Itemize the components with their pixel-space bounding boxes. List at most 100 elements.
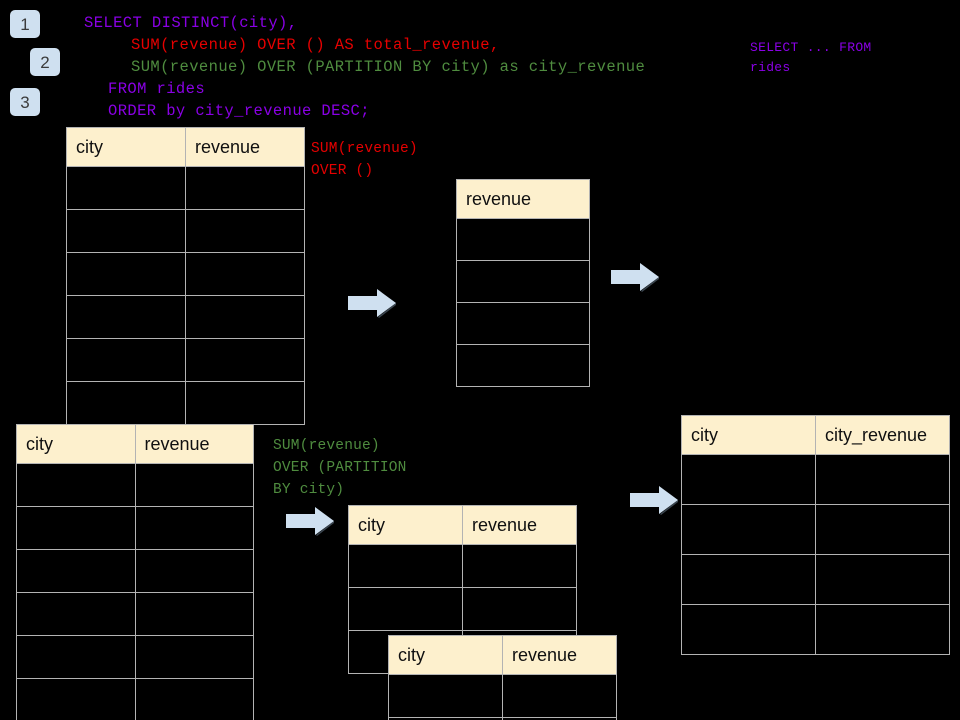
column-header-city: city	[348, 505, 463, 545]
column-header-revenue: revenue	[456, 179, 590, 219]
annotation-over-empty-line-1: SUM(revenue)	[311, 141, 418, 157]
arrow-total-to-right	[611, 263, 659, 292]
table-row	[348, 544, 577, 588]
rides-source-table-partition: city revenue	[16, 424, 254, 720]
table-row	[66, 338, 305, 382]
annotation-over-partition-line-3: BY city)	[273, 482, 345, 498]
table-cell	[66, 252, 186, 296]
table-row	[16, 463, 254, 507]
table-row	[456, 218, 590, 261]
sql-line-total-revenue: SUM(revenue) OVER () AS total_revenue,	[131, 36, 500, 54]
table-row	[388, 674, 617, 718]
table-cell	[134, 463, 254, 507]
step-badge-3-label: 3	[20, 92, 30, 112]
arrow-source-to-partition	[286, 507, 334, 536]
table-cell	[16, 463, 136, 507]
table-body	[66, 166, 305, 425]
table-cell	[462, 587, 577, 631]
table-cell	[456, 344, 590, 387]
table-cell	[681, 454, 816, 505]
table-header-row: city city_revenue	[681, 415, 950, 455]
table-cell	[815, 604, 950, 655]
column-header-revenue: revenue	[134, 424, 254, 464]
table-body	[456, 218, 590, 387]
column-header-city: city	[66, 127, 186, 167]
table-cell	[185, 252, 305, 296]
table-cell	[66, 338, 186, 382]
table-cell	[16, 592, 136, 636]
table-cell	[185, 209, 305, 253]
column-header-city-revenue: city_revenue	[815, 415, 950, 455]
table-cell	[388, 674, 503, 718]
table-cell	[681, 504, 816, 555]
table-row	[681, 504, 950, 555]
table-cell	[815, 554, 950, 605]
table-row	[456, 302, 590, 345]
table-row	[16, 549, 254, 593]
step-badge-2-label: 2	[40, 52, 50, 72]
table-body	[681, 454, 950, 655]
table-row	[66, 295, 305, 339]
table-cell	[462, 544, 577, 588]
column-header-revenue: revenue	[502, 635, 617, 675]
table-body	[16, 463, 254, 720]
table-cell	[348, 587, 463, 631]
step-badge-1[interactable]: 1	[10, 10, 40, 38]
table-row	[388, 717, 617, 720]
rides-source-table: city revenue	[66, 127, 305, 425]
table-cell	[456, 218, 590, 261]
column-header-city: city	[388, 635, 503, 675]
table-row	[66, 252, 305, 296]
table-cell	[681, 604, 816, 655]
partition-group-b: city revenue	[388, 635, 617, 720]
arrow-partition-to-result	[630, 486, 678, 515]
table-row	[681, 554, 950, 605]
table-cell	[815, 454, 950, 505]
column-header-city: city	[16, 424, 136, 464]
table-cell	[16, 635, 136, 679]
step-badge-3[interactable]: 3	[10, 88, 40, 116]
step-badge-2[interactable]: 2	[30, 48, 60, 76]
table-row	[66, 166, 305, 210]
table-header-row: city revenue	[16, 424, 254, 464]
table-row	[16, 506, 254, 550]
table-cell	[16, 506, 136, 550]
table-header-row: city revenue	[66, 127, 305, 167]
table-cell	[681, 554, 816, 605]
side-note-line-1: SELECT ... FROM	[750, 40, 872, 55]
table-cell	[66, 295, 186, 339]
sql-line-city-revenue: SUM(revenue) OVER (PARTITION BY city) as…	[131, 58, 646, 76]
table-cell	[16, 549, 136, 593]
annotation-over-partition-line-2: OVER (PARTITION	[273, 460, 407, 476]
annotation-over-partition-line-1: SUM(revenue)	[273, 438, 380, 454]
table-cell	[185, 381, 305, 425]
table-cell	[185, 166, 305, 210]
total-revenue-table: revenue	[456, 179, 590, 387]
city-revenue-result-table: city city_revenue	[681, 415, 950, 655]
table-cell	[16, 678, 136, 720]
table-cell	[134, 506, 254, 550]
table-header-row: revenue	[456, 179, 590, 219]
table-cell	[66, 381, 186, 425]
table-row	[456, 260, 590, 303]
table-cell	[502, 717, 617, 720]
table-cell	[456, 260, 590, 303]
table-row	[66, 209, 305, 253]
sql-line-select: SELECT DISTINCT(city),	[84, 14, 298, 32]
table-cell	[66, 166, 186, 210]
table-cell	[815, 504, 950, 555]
table-row	[16, 592, 254, 636]
arrow-source-to-total	[348, 289, 396, 318]
table-cell	[134, 549, 254, 593]
table-cell	[185, 295, 305, 339]
table-row	[681, 454, 950, 505]
table-row	[456, 344, 590, 387]
table-cell	[66, 209, 186, 253]
table-row	[16, 635, 254, 679]
table-cell	[134, 592, 254, 636]
table-cell	[348, 544, 463, 588]
step-badge-1-label: 1	[20, 14, 30, 34]
table-cell	[134, 678, 254, 720]
table-body	[388, 674, 617, 720]
